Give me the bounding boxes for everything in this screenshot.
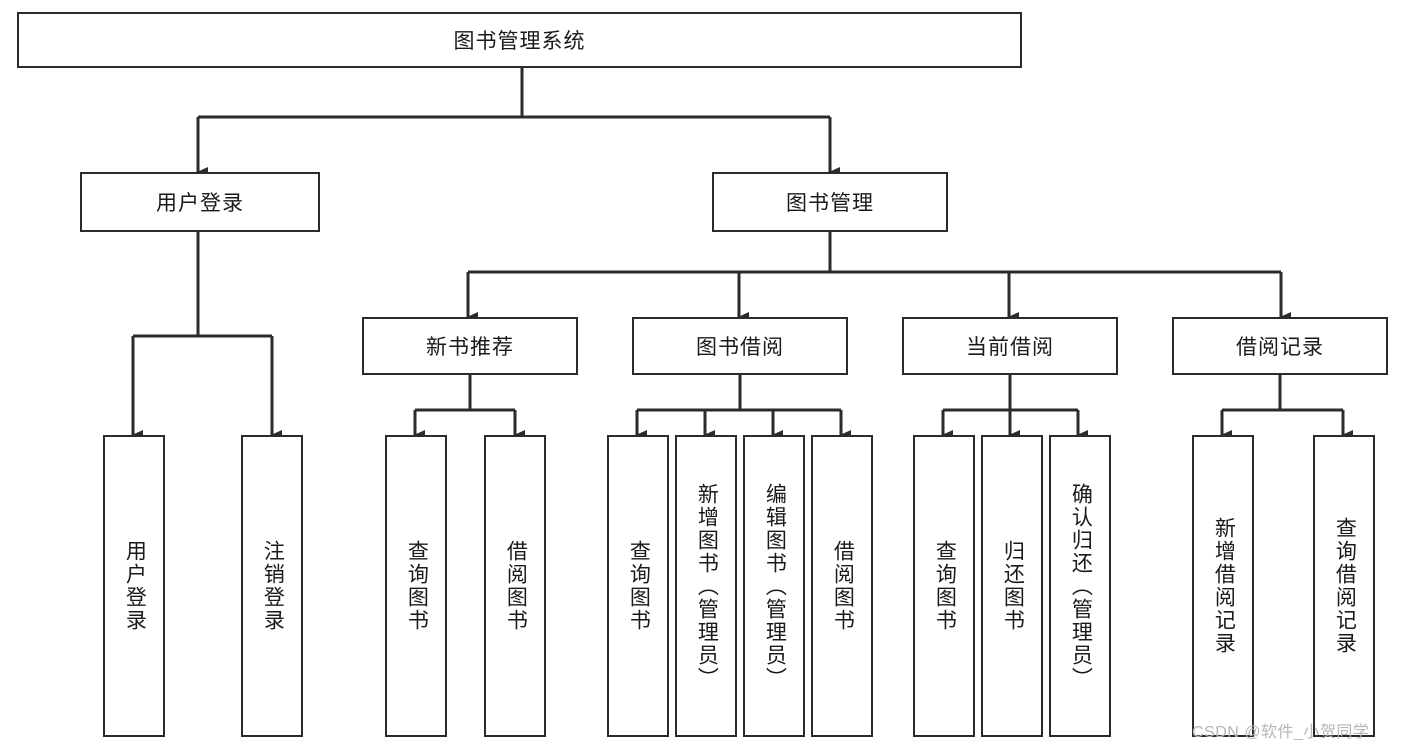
node-leaf-8[interactable]: 查询图书: [913, 435, 975, 737]
node-label: 查询借阅记录: [1333, 517, 1357, 655]
edges: [131, 68, 1353, 440]
node-root-title[interactable]: 图书管理系统: [17, 12, 1022, 68]
node-leaf-7[interactable]: 借阅图书: [811, 435, 873, 737]
node-label: 借阅记录: [1236, 336, 1324, 359]
node-label: 用户登录: [156, 192, 244, 215]
node-leaf-11[interactable]: 新增借阅记录: [1192, 435, 1254, 737]
node-level2-2[interactable]: 当前借阅: [902, 317, 1118, 375]
node-leaf-3[interactable]: 借阅图书: [484, 435, 546, 737]
node-label: 查询图书: [933, 540, 957, 632]
node-label: 确认归还（管理员）: [1069, 482, 1093, 690]
node-label: 新增图书（管理员）: [695, 482, 719, 690]
node-label: 图书借阅: [696, 336, 784, 359]
node-label: 新增借阅记录: [1212, 517, 1236, 655]
node-label: 当前借阅: [966, 336, 1054, 359]
node-label: 编辑图书（管理员）: [763, 482, 787, 690]
node-level1-1[interactable]: 图书管理: [712, 172, 948, 232]
node-leaf-4[interactable]: 查询图书: [607, 435, 669, 737]
node-leaf-9[interactable]: 归还图书: [981, 435, 1043, 737]
node-level2-0[interactable]: 新书推荐: [362, 317, 578, 375]
node-level2-3[interactable]: 借阅记录: [1172, 317, 1388, 375]
node-label: 查询图书: [405, 540, 429, 632]
node-leaf-6[interactable]: 编辑图书（管理员）: [743, 435, 805, 737]
node-level2-1[interactable]: 图书借阅: [632, 317, 848, 375]
node-leaf-10[interactable]: 确认归还（管理员）: [1049, 435, 1111, 737]
node-label: 归还图书: [1001, 540, 1025, 632]
node-label: 图书管理系统: [453, 30, 586, 53]
node-label: 用户登录: [123, 540, 147, 632]
node-label: 图书管理: [786, 192, 874, 215]
node-leaf-1[interactable]: 注销登录: [241, 435, 303, 737]
node-leaf-5[interactable]: 新增图书（管理员）: [675, 435, 737, 737]
node-leaf-0[interactable]: 用户登录: [103, 435, 165, 737]
node-label: 借阅图书: [504, 540, 528, 632]
node-label: 新书推荐: [426, 336, 514, 359]
node-leaf-12[interactable]: 查询借阅记录: [1313, 435, 1375, 737]
node-label: 查询图书: [627, 540, 651, 632]
node-label: 借阅图书: [831, 540, 855, 632]
node-leaf-2[interactable]: 查询图书: [385, 435, 447, 737]
node-level1-0[interactable]: 用户登录: [80, 172, 320, 232]
node-label: 注销登录: [261, 540, 285, 632]
